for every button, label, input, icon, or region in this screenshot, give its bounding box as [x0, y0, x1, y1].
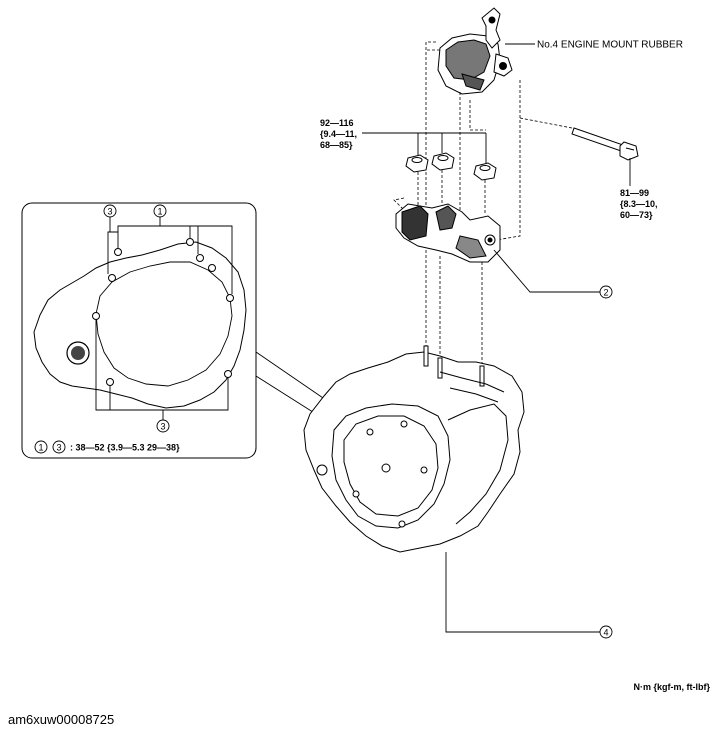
callout-3-bottom: 3 [156, 419, 170, 433]
nut-torque-line2: {9.4—11, [320, 129, 357, 139]
svg-text:1: 1 [38, 443, 43, 453]
units-label: N·m {kgf-m, ft-lbf} [634, 682, 711, 692]
bolt-torque-line3: 60—73} [620, 210, 653, 220]
inset-detail: 3 1 3 1 3 : 38—52 {3.9—5.3 29—38} [21, 202, 257, 459]
svg-text:1: 1 [157, 207, 162, 217]
callout-4: 4 [599, 625, 613, 639]
seal-ring-inner [71, 346, 85, 360]
nut-middle [431, 152, 455, 171]
nut-torque-line1: 92—116 [320, 118, 354, 128]
bolt-torque-line2: {8.3—10, [620, 199, 658, 209]
engine-mount-rubber-label: No.4 ENGINE MOUNT RUBBER [537, 40, 683, 51]
case-inner-outline [95, 261, 233, 387]
nuts [405, 152, 497, 181]
bolt-torque-line1: 81—99 [620, 188, 649, 198]
seal-ring-outer [66, 341, 90, 365]
mount-bracket [395, 203, 501, 263]
through-bolt [571, 127, 639, 161]
callout-2: 2 [599, 285, 613, 299]
image-code: am6xuw00008725 [8, 712, 115, 727]
inset-leaders-bottom [95, 320, 229, 420]
engine-mount-rubber [437, 7, 513, 95]
zoom-connector [255, 351, 327, 415]
nut-leaders [362, 132, 487, 163]
svg-text:3: 3 [160, 422, 165, 432]
svg-text:3: 3 [107, 207, 112, 217]
inset-bolt-holes [92, 238, 234, 386]
inset-leaders-top [107, 217, 233, 294]
transaxle-case [303, 345, 525, 553]
nut-torque-line3: 68—85} [320, 140, 353, 150]
stud-guide-dashes [393, 170, 486, 366]
svg-text:2: 2 [603, 288, 608, 298]
inset-frame [21, 202, 257, 459]
nut-left [405, 154, 429, 173]
mount-guide-dashes [425, 41, 521, 241]
callout-1-top: 1 [153, 204, 167, 218]
bracket-leader [493, 249, 600, 293]
inset-torque-spec: : 38—52 {3.9—5.3 29—38} [70, 443, 180, 453]
nut-right [473, 162, 497, 181]
callout-3-top: 3 [103, 204, 117, 218]
svg-text:3: 3 [56, 443, 61, 453]
transaxle-leader [445, 552, 600, 633]
inset-torque-legend: 1 3 : 38—52 {3.9—5.3 29—38} [34, 440, 180, 454]
case-flange-outline [33, 241, 247, 409]
bolt-guide-dashes [519, 117, 573, 129]
svg-text:4: 4 [603, 628, 608, 638]
